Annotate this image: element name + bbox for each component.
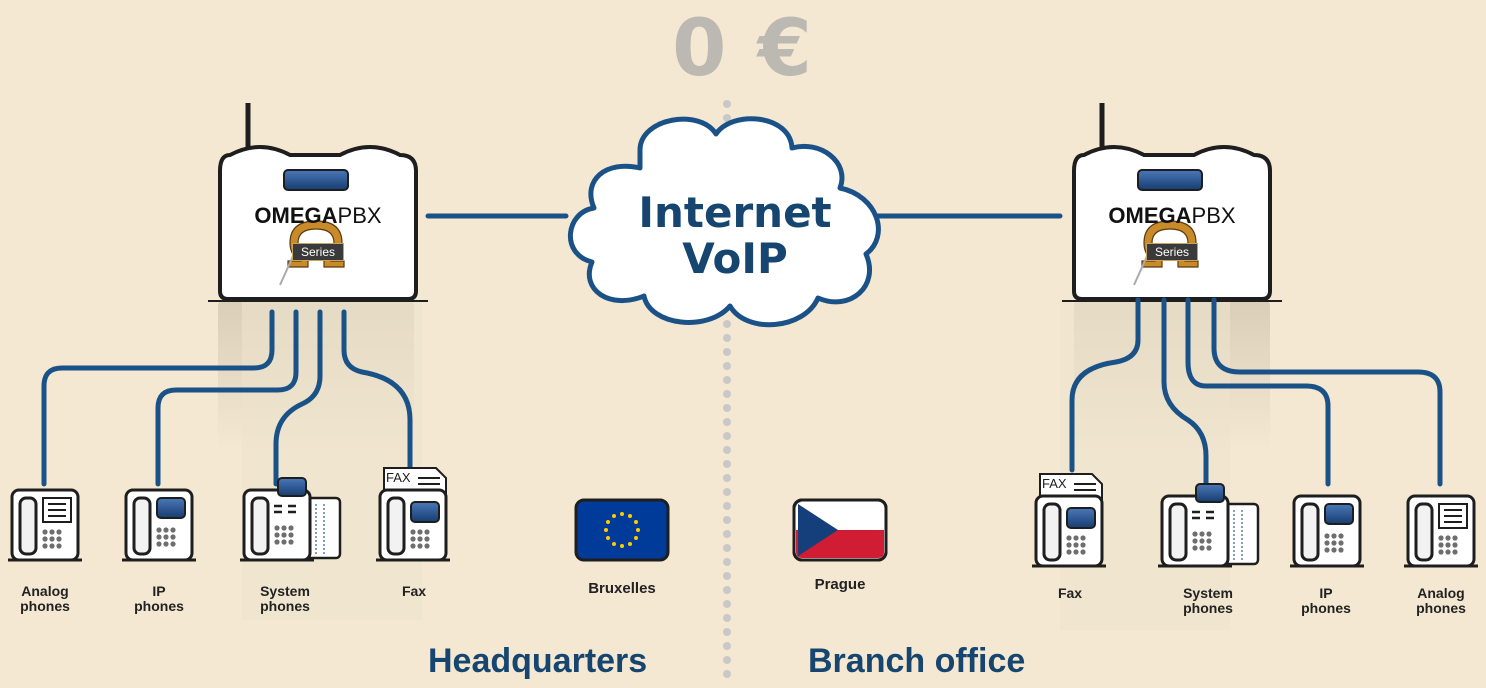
- pbx-series-badge-branch: Series: [1146, 243, 1198, 261]
- phone-ip-hq: [120, 488, 198, 562]
- title-branch-office: Branch office: [808, 642, 1026, 680]
- label-line2: phones: [1183, 600, 1233, 616]
- label-line2: phones: [260, 598, 310, 614]
- label-line1: Analog: [21, 583, 69, 599]
- phone-analog-branch: [1402, 494, 1480, 568]
- phone-analog-hq: [6, 488, 84, 562]
- phone-system-hq: [238, 477, 342, 562]
- label-line2: phones: [20, 598, 70, 614]
- pbx-unit-hq: [208, 103, 428, 302]
- city-label-prague: Prague: [814, 576, 866, 593]
- phone-ip-branch: [1288, 494, 1366, 568]
- label-line1: System: [260, 583, 310, 599]
- eu-flag-icon: [574, 498, 670, 562]
- cloud-label-voip: VoIP: [682, 234, 788, 283]
- pbx-brand-bold: OMEGA: [254, 203, 338, 228]
- cz-flag-icon: [792, 498, 888, 562]
- cables-hq-phones: [41, 309, 413, 487]
- label-line1: Fax: [1057, 585, 1083, 601]
- cables-branch-phones: [1069, 297, 1443, 487]
- phone-system-branch: [1156, 483, 1260, 568]
- fax-paper-label-hq: FAX: [386, 470, 411, 485]
- pbx-brand-rest: PBX: [1191, 203, 1236, 228]
- pbx-series-badge-hq: Series: [292, 243, 344, 261]
- label-line2: phones: [1416, 600, 1466, 616]
- label-line1: IP: [152, 583, 166, 599]
- pbx-brand-rest: PBX: [337, 203, 382, 228]
- phone-fax-branch: [1030, 473, 1108, 568]
- label-line1: Analog: [1417, 585, 1465, 601]
- label-line2: phones: [1301, 600, 1351, 616]
- label-line1: IP: [1319, 585, 1333, 601]
- title-headquarters: Headquarters: [428, 642, 648, 680]
- pbx-brand-branch: OMEGAPBX: [1074, 203, 1270, 229]
- city-label-bruxelles: Bruxelles: [588, 580, 656, 597]
- phone-label-fax-hq: Fax: [364, 584, 464, 599]
- pbx-shadow-branch: [1060, 300, 1270, 630]
- pbx-brand-hq: OMEGAPBX: [220, 203, 416, 229]
- pbx-brand-bold: OMEGA: [1108, 203, 1192, 228]
- pbx-unit-branch: [1062, 103, 1282, 302]
- label-line1: System: [1183, 585, 1233, 601]
- phone-label-fax-branch: Fax: [1020, 586, 1120, 601]
- label-line1: Fax: [401, 583, 427, 599]
- cloud-label-internet: Internet: [638, 188, 832, 237]
- fax-paper-label-branch: FAX: [1042, 476, 1067, 491]
- label-line2: phones: [134, 598, 184, 614]
- phone-fax-hq: [374, 467, 452, 562]
- cloud-shape: [567, 116, 881, 328]
- price-label: 0 €: [672, 4, 814, 94]
